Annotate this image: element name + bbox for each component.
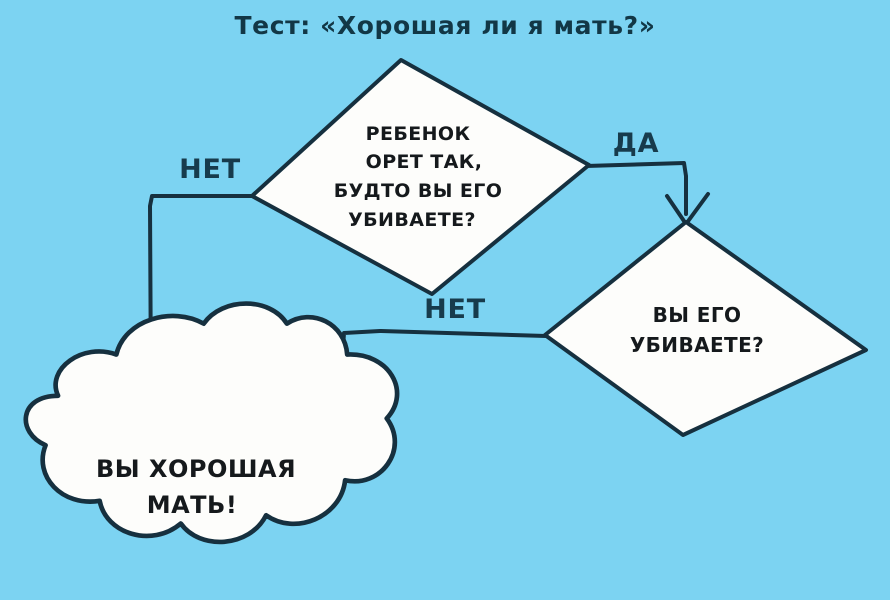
- result-line-1: ВЫ ХОРОШАЯ: [96, 455, 296, 483]
- decision-node-killing-child[interactable]: ВЫ ЕГО УБИВАЕТЕ?: [543, 220, 868, 437]
- cloud-shape: [23, 301, 400, 545]
- edge-label-yes: ДА: [613, 128, 660, 159]
- edge-yes-to-decision2-line: [584, 161, 688, 216]
- edge-no-to-result-line: [148, 194, 255, 394]
- decision1-line-3: БУДТО ВЫ ЕГО: [334, 180, 503, 202]
- edge-label-no-2: НЕТ: [424, 294, 486, 325]
- page-title: Тест: «Хорошая ли я мать?»: [234, 11, 655, 40]
- decision2-line-1: ВЫ ЕГО: [653, 303, 742, 327]
- decision1-line-1: РЕБЕНОК: [366, 123, 471, 145]
- decision1-shape: [250, 58, 591, 296]
- decision1-line-4: УБИВАЕТЕ?: [348, 209, 476, 231]
- edge-label-no-1: НЕТ: [179, 154, 241, 185]
- result-node-good-mother[interactable]: ВЫ ХОРОШАЯ МАТЬ!: [23, 301, 400, 545]
- decision-node-child-screaming[interactable]: РЕБЕНОК ОРЕТ ТАК, БУДТО ВЫ ЕГО УБИВАЕТЕ?: [250, 58, 591, 296]
- decision1-line-2: ОРЕТ ТАК,: [366, 151, 483, 173]
- decision2-shape: [543, 220, 868, 437]
- decision2-line-2: УБИВАЕТЕ?: [630, 333, 764, 357]
- result-line-2: МАТЬ!: [147, 491, 238, 519]
